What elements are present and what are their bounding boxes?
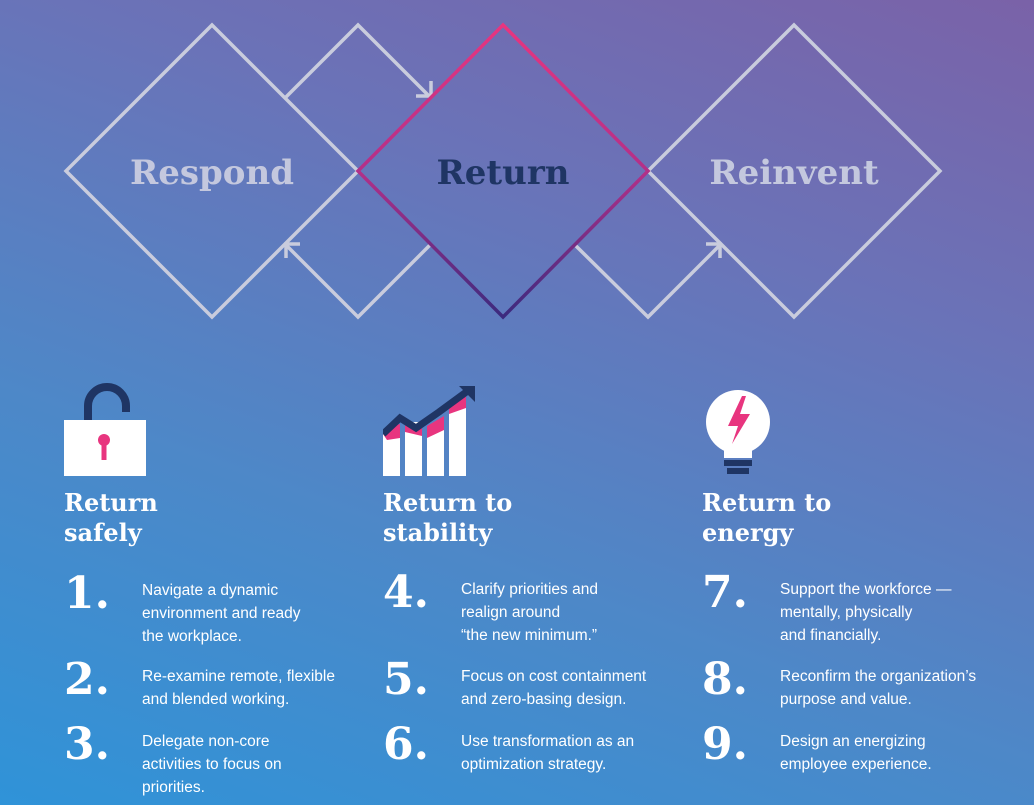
reinvent-diamond [645, 22, 943, 320]
item-number: 2. [64, 654, 110, 705]
column-title: Return to energy [702, 488, 832, 547]
column-title: Return to stability [383, 488, 513, 547]
item-number: 6. [383, 719, 429, 770]
lightbulb-icon [706, 390, 770, 474]
item-text: Reconfirm the organization’s purpose and… [780, 668, 977, 708]
item-number: 9. [702, 719, 748, 770]
item-text: Focus on cost containment and zero-basin… [461, 668, 647, 708]
phase-label-respond: Respond [130, 153, 294, 193]
item-text: Use transformation as an optimization st… [461, 733, 635, 773]
padlock-icon [64, 383, 146, 476]
connector-arrow-head-2 [284, 242, 300, 258]
connector-return-to-reinvent [573, 243, 722, 320]
item-number: 7. [702, 567, 748, 618]
column-title: Return safely [64, 488, 158, 547]
growth-chart-icon [383, 386, 475, 476]
item-number: 4. [383, 567, 429, 618]
return-diamond [355, 22, 651, 320]
respond-return-reinvent-diagram: Respond Return Reinvent [63, 22, 943, 320]
connector-arrow-head-3 [706, 242, 722, 258]
connector-respond-to-return [284, 22, 432, 99]
phase-label-reinvent: Reinvent [709, 153, 879, 193]
phase-label-return: Return [437, 153, 570, 193]
item-text: Navigate a dynamic environment and ready… [142, 582, 301, 645]
item-text: Design an energizing employee experience… [780, 733, 932, 773]
item-number: 3. [64, 719, 110, 770]
connector-return-to-respond [284, 243, 432, 320]
item-number: 5. [383, 654, 429, 705]
item-text: Re-examine remote, flexible and blended … [142, 668, 335, 708]
item-text: Clarify priorities and realign around “t… [461, 581, 598, 644]
item-number: 1. [64, 568, 110, 619]
item-text: Delegate non-core activities to focus on… [142, 733, 282, 796]
item-text: Support the workforce — mentally, physic… [780, 581, 952, 644]
respond-diamond [63, 22, 361, 320]
item-number: 8. [702, 654, 748, 705]
